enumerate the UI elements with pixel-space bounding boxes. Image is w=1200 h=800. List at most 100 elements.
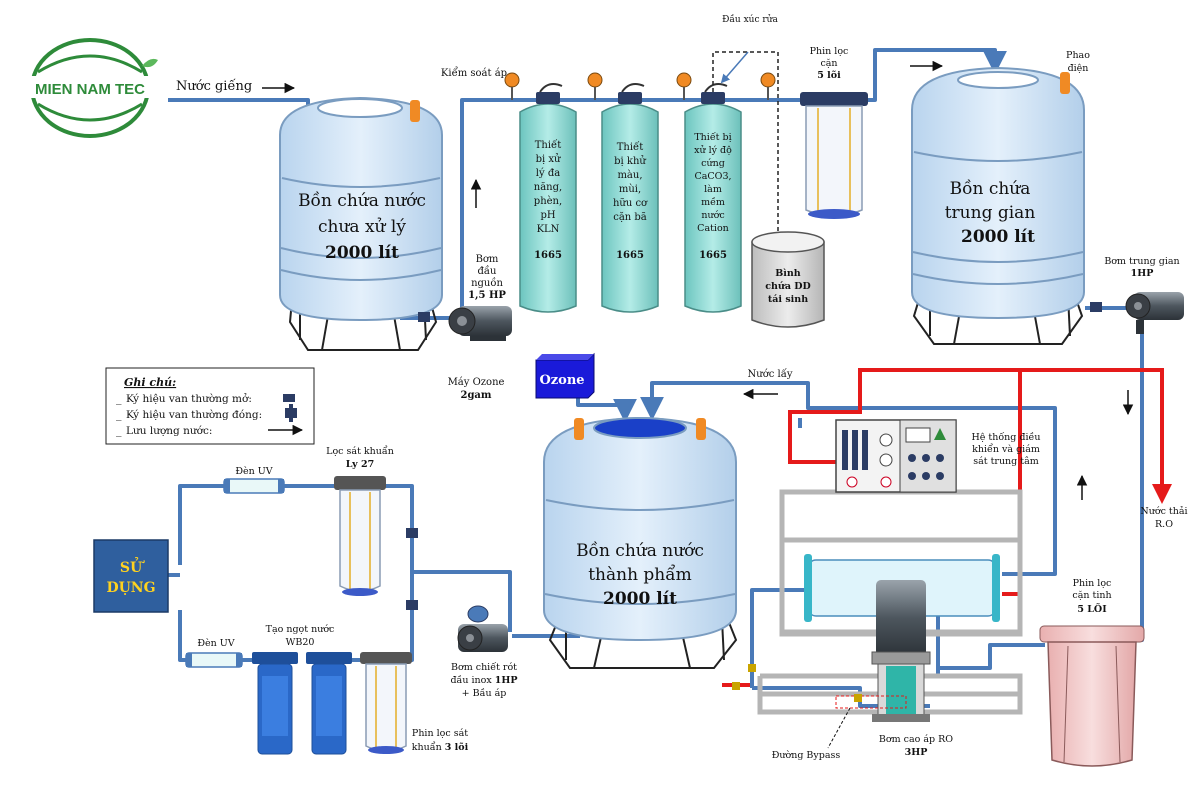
column1-line7: KLN [537,224,560,235]
ozone-label: Ozone [539,373,584,388]
column3-line5: làm [704,184,722,195]
fine-filter: Phin lọc cặn tinh 5 LÕI [1039,578,1145,767]
fine-filter-label-3: 5 LÕI [1077,603,1107,615]
uv-lamp-bottom-label: Đèn UV [197,638,234,649]
column1-line3: lý đa [536,168,560,179]
column3-line6: mềm [701,197,725,208]
tank3-label-1: Bồn chứa nước [576,541,704,561]
tank3-label-3: 2000 lít [603,589,677,609]
ro-waste-label-2: R.O [1155,519,1173,530]
tank2-label-2: trung gian [945,203,1036,223]
gauge-icon [846,476,858,488]
regen-tank: Bình chứa DD tái sinh [751,231,825,328]
ozone-machine-label-1: Máy Ozone [448,377,505,388]
valve-icon [406,528,418,538]
tank2-label-1: Bồn chứa [950,179,1031,199]
column1-line2: bị xử [536,154,561,165]
valve-icon [732,682,740,690]
ro-pump-label-1: Bơm cao áp RO [879,734,953,745]
control-system-label-1: Hệ thống điều [972,432,1041,443]
pressure-gauges: Kiểm soát áp [441,67,776,100]
sterile3-label-2: khuẩn 3 lõi [412,741,469,753]
valve-icon [854,694,862,702]
column2-line2: bị khử [614,156,646,167]
column-color-odor: Thiết bị khử màu, mùi, hữu cơ cặn bã 166… [601,83,659,313]
column3-line1: Thiết bị [694,132,731,143]
gauge-icon [676,72,692,88]
regen-tank-label-3: tái sinh [768,294,808,305]
water-take-label: Nước lấy [748,369,793,380]
sterile-filter-3: Phin lọc sát khuẩn 3 lõi [360,652,469,754]
control-system-label-3: sát trung tâm [973,456,1039,467]
fine-filter-label-1: Phin lọc [1073,578,1112,589]
filter-columns: Thiết bị xử lý đa năng, phèn, pH KLN 166… [519,83,742,313]
gauge-icon [587,72,603,88]
tank2-label-3: 2000 lít [961,227,1035,247]
ro-waste-label-1: Nước thải [1140,506,1187,517]
flow-arrows [262,60,1134,500]
legend-closed-valve: Ký hiệu van thường đóng: [126,408,262,421]
column3-line2: xử lý độ [694,145,732,156]
pump-source: Bơm đầu nguồn 1,5 HP [448,254,512,341]
column-multi: Thiết bị xử lý đa năng, phèn, pH KLN 166… [519,83,577,313]
gauge-icon [879,433,893,447]
uv-lamp-top-label: Đèn UV [235,466,272,477]
column2-line1: Thiết [617,142,643,153]
sweetener-label-2: WB20 [286,637,315,648]
bypass-label: Đường Bypass [772,750,841,761]
closed-valve-icon [285,404,297,422]
sterile-filter-label-1: Lọc sát khuẩn [326,445,394,457]
valve-icon [406,600,418,610]
column1-line1: Thiết [535,140,561,151]
sterile-filter-27: Lọc sát khuẩn Ly 27 [326,445,394,596]
backwash-line: Đầu xúc rửa [712,14,779,232]
logo-text: MIEN NAM TEC [35,81,145,98]
gauge-icon [880,476,892,488]
pump-intermediate-label-1: Bơm trung gian [1104,256,1179,267]
legend-title: Ghi chú: [124,376,176,389]
column2-line3: màu, [617,170,642,181]
column2-line4: mùi, [619,184,641,195]
logo: MIEN NAM TEC [30,38,158,138]
fine-filter-label-2: cặn tinh [1072,590,1111,601]
level-sensor [410,100,420,122]
column-softener: Thiết bị xử lý độ cứng CaCO3, làm mềm nư… [684,83,742,313]
uv-lamp-top: Đèn UV [223,466,285,494]
ro-pump-label-2: 3HP [905,747,928,758]
sediment-filter: Phin lọc cặn 5 lõi [800,46,868,219]
sterile-filter-label-2: Ly 27 [346,459,374,470]
column3-line3: cứng [701,158,725,169]
column3-number: 1665 [699,250,727,261]
float-switch-label-2: điện [1068,63,1089,74]
column3-line8: Cation [697,223,729,234]
backwash-label: Đầu xúc rửa [722,14,778,25]
column1-line5: phèn, [534,196,562,207]
pump-source-label-2: đầu [478,265,498,277]
float-switch-label-1: Phao [1066,50,1090,61]
level-sensor [696,418,706,440]
legend: Ghi chú: _ Ký hiệu van thường mở: _ Ký h… [105,367,315,445]
valve-icon [748,664,756,672]
gauge-icon [879,453,893,467]
ozone-generator: Ozone Máy Ozone 2gam [448,352,595,401]
column1-line6: pH [540,210,555,221]
column1-number: 1665 [534,250,562,261]
pump-source-label-3: nguồn [471,278,503,289]
tank1-label-2: chưa xử lý [318,217,406,237]
column2-line6: cặn bã [613,212,647,223]
pump-intermediate: Bơm trung gian 1HP [1104,256,1184,334]
level-sensor [574,418,584,440]
uv-lamp-bottom: Đèn UV [185,638,243,668]
svg-text:_: _ [116,408,122,421]
ozone-machine-label-2: 2gam [460,390,491,401]
well-water-label: Nước giếng [176,78,252,94]
pump-intermediate-label-2: 1HP [1131,268,1154,279]
tank1-label-1: Bồn chứa nước [298,191,426,211]
legend-flow: Lưu lượng nước: [126,425,212,437]
open-valve-icon [283,394,295,402]
valve-icon [418,312,430,322]
pressure-control-label: Kiểm soát áp [441,67,507,79]
pump-filling-label-1: Bơm chiết rót [451,662,517,673]
control-panel: Hệ thống điều khiển và giám sát trung tâ… [835,419,1041,493]
